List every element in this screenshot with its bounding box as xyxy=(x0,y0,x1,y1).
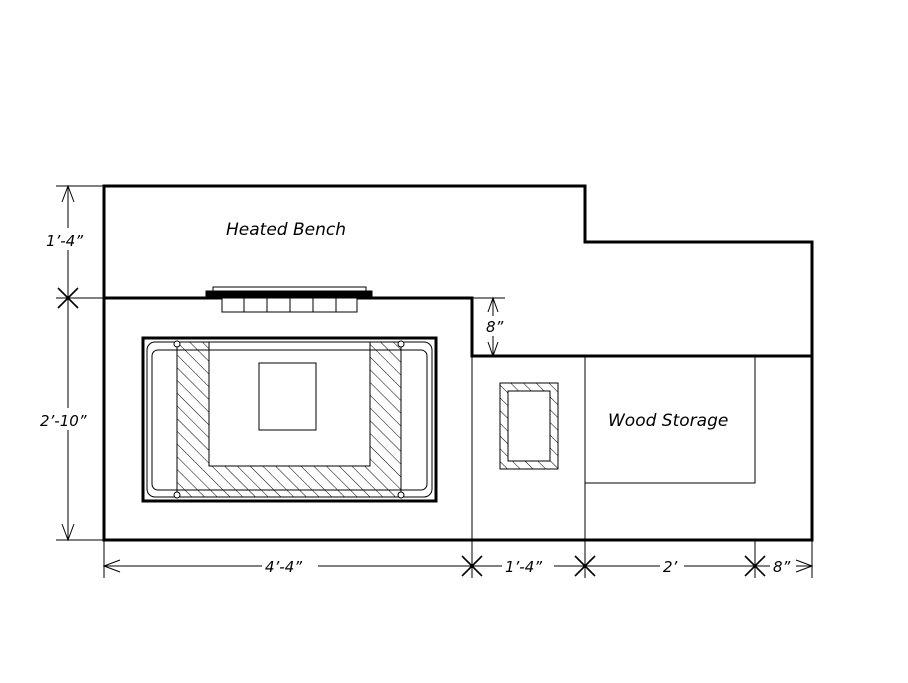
horizontal-dimension-bottom xyxy=(102,540,814,578)
dimension-height-bottom: 2’-10” xyxy=(40,412,87,430)
firebrick-u-shape xyxy=(176,341,402,498)
heated-bench-outline xyxy=(102,184,814,358)
burn-tunnel-opening xyxy=(258,362,317,431)
dimension-step: 8” xyxy=(486,318,504,336)
dimension-height-top: 1’-4” xyxy=(46,232,83,250)
heater-base-outline xyxy=(102,298,814,542)
dimension-width-4: 8” xyxy=(773,558,791,576)
manifold-detail xyxy=(205,286,373,313)
barrel-outer-frame xyxy=(141,336,438,503)
wood-storage-label: Wood Storage xyxy=(608,411,728,431)
dimension-width-3: 2’ xyxy=(663,558,678,576)
dimension-width-2: 1’-4” xyxy=(505,558,542,576)
wood-storage-box xyxy=(584,355,756,484)
corner-bolt xyxy=(173,340,181,348)
heated-bench-label: Heated Bench xyxy=(226,220,346,240)
feed-tube-inner xyxy=(507,390,551,462)
corner-bolt xyxy=(397,340,405,348)
corner-bolt xyxy=(397,491,405,499)
dimension-width-1: 4’-4” xyxy=(265,558,302,576)
corner-bolt xyxy=(173,491,181,499)
